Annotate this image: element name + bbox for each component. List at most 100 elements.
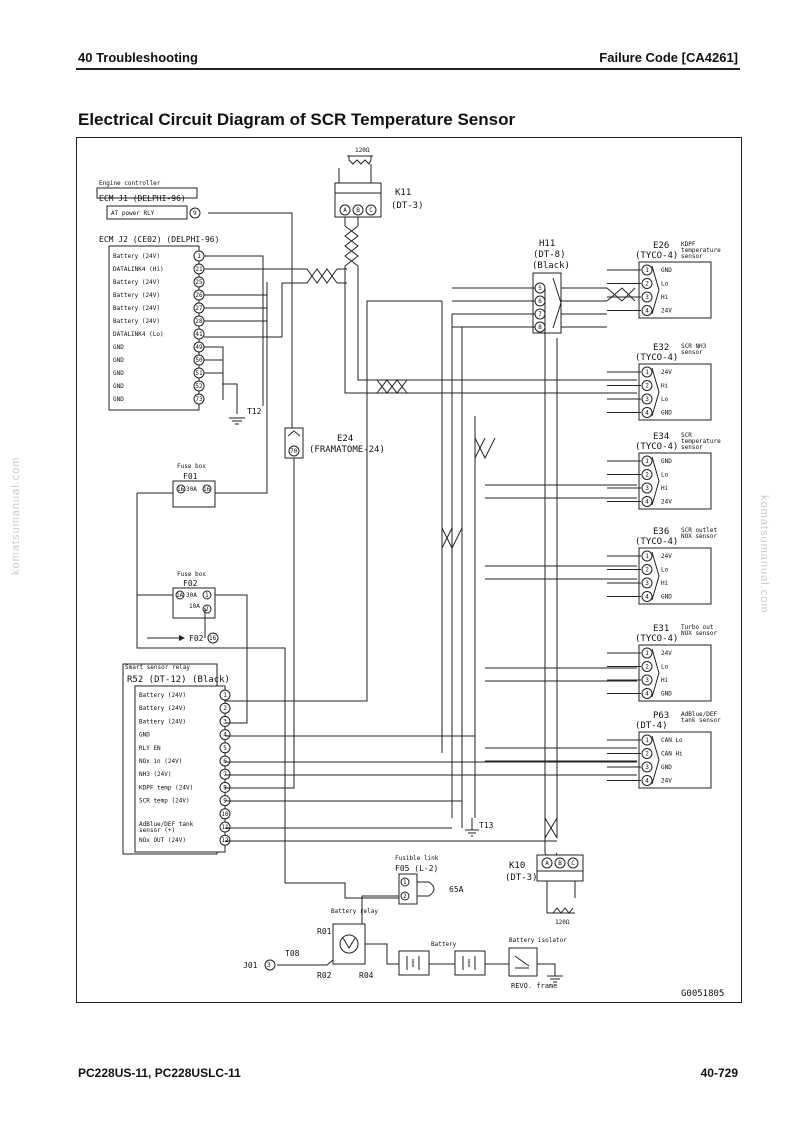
f01-name: F01	[183, 472, 198, 481]
sensor-pin-number: 2	[645, 567, 649, 574]
sensor-name: E32	[653, 343, 669, 353]
sensor-mating-mark	[651, 735, 660, 785]
battery-cell-2-plates	[462, 956, 476, 970]
ecm-pin-label: Battery (24V)	[113, 318, 160, 325]
relay-pin-label: NOx in (24V)	[139, 758, 182, 765]
battery-relay-r02: R02	[317, 971, 332, 980]
diagram-title: Electrical Circuit Diagram of SCR Temper…	[78, 110, 516, 129]
wire-bus-e31	[485, 667, 637, 682]
sensor-desc-1: SCR outlet	[681, 527, 718, 534]
sensor-pin	[641, 564, 653, 575]
ecm-pin	[193, 276, 205, 288]
relay-pin	[219, 821, 231, 833]
relay-pin-label: KDPF temp (24V)	[139, 784, 193, 791]
wire-fuse-battery	[136, 493, 286, 883]
sensor-pin	[641, 674, 653, 686]
wire-bus-e32	[377, 379, 637, 394]
ecm-pin-number: 26	[195, 292, 203, 299]
battery-group: Battery	[398, 941, 509, 976]
battery-relay-group: Battery relay R01 T08 J01 3 R02 R04	[243, 908, 399, 980]
relay-pin	[219, 768, 231, 780]
f02-in-pin-number: 1A	[176, 592, 184, 599]
h11-pin-number: 5	[538, 285, 542, 292]
wire-datalink-lo	[204, 282, 307, 338]
sensor-pin	[641, 688, 653, 699]
sensor-pin-number: 2	[645, 751, 649, 758]
k11-pin	[365, 204, 377, 216]
sensor-desc-2: NOX sensor	[681, 630, 718, 637]
ecm-pin-label: DATALINK4 (Lo)	[113, 331, 164, 338]
h11-color: (Black)	[532, 261, 570, 271]
sensor-pin-number: 3	[645, 580, 649, 587]
ecm-pin	[193, 328, 205, 340]
sensor-pin-number: 2	[645, 281, 649, 288]
relay-pin-label: SCR temp (24V)	[139, 798, 190, 805]
sensor-pin	[641, 305, 653, 316]
relay-pin	[219, 702, 231, 714]
ecm-pin-label: Battery (24V)	[113, 253, 160, 260]
sensor-desc-1: Turbo out	[681, 624, 714, 631]
wire-bus-p63	[485, 747, 637, 762]
k11-pin	[352, 204, 364, 216]
relay-pin-label-cont: sensor (+)	[139, 827, 175, 834]
wire-ecm-gnd-t12	[222, 383, 238, 414]
sensor-pin-number: 1	[645, 369, 649, 376]
sensor-pin-label: CAN Lo	[661, 737, 683, 744]
wire-relay-battery	[225, 300, 442, 702]
relay-pin	[219, 729, 231, 741]
ecm-pin-number: 21	[195, 266, 203, 273]
f02-rating-2: 10A	[189, 603, 200, 610]
ecm-pin-label: GND	[113, 383, 124, 390]
twist-bus-3	[544, 817, 558, 839]
fuse-box-f02: Fuse box F02 1A 30A 1 10A 2 F02 16	[147, 571, 219, 644]
ecm-pin-label: GND	[113, 396, 124, 403]
sensor-desc-3: sensor	[681, 253, 703, 260]
battery-relay-r01: R01	[317, 927, 332, 936]
wire-isolator-frame	[537, 963, 556, 976]
f02-ref-label: F02	[189, 634, 204, 643]
k10-name: K10	[509, 861, 525, 871]
sensor-pin-number: 3	[645, 677, 649, 684]
ecm-pin	[193, 393, 205, 405]
relay-pin-label: GND	[139, 732, 150, 739]
sensor-pin-label: Lo	[661, 567, 669, 574]
ground-t13-symbol	[465, 829, 479, 837]
ecm-pin-label: DATALINK4 (Hi)	[113, 266, 164, 273]
f02-pin-1-number: 1	[205, 592, 209, 599]
sensor-pin	[641, 291, 653, 303]
sensor-type: (TYCO-4)	[635, 251, 678, 261]
relay-pin-number: 10	[221, 811, 229, 818]
sensor-desc-1: SCR NH3	[681, 343, 707, 350]
relay-pin	[219, 781, 231, 793]
relay-pin-number: 5	[223, 745, 227, 752]
wire-fuse-bus	[137, 492, 173, 596]
wire-ecm-gnd-links	[204, 346, 224, 400]
ground-t12-symbol	[229, 417, 245, 425]
sensor-desc-2: temperature	[681, 438, 721, 445]
header-failure-code: Failure Code [CA4261]	[599, 50, 738, 65]
battery-relay-coil	[339, 934, 359, 954]
ecm-pin-number: 51	[195, 370, 203, 377]
sensor-name: E26	[653, 241, 669, 251]
f01-title: Fuse box	[177, 463, 206, 470]
wire-fusible-link-relay	[361, 895, 399, 938]
wire-at-power-rly	[208, 212, 293, 428]
k10-cap	[536, 870, 584, 882]
ecm-pin-label: Battery (24V)	[113, 292, 160, 299]
relay-pin	[219, 715, 231, 727]
ecm-j1-label: ECM J1 (DELPHI-96)	[99, 194, 186, 203]
sensor-desc-1: SCR	[681, 432, 692, 439]
relay-name: R52 (DT-12) (Black)	[127, 675, 230, 685]
wire-j01-relay	[277, 959, 334, 966]
sensor-type: (TYCO-4)	[635, 634, 678, 644]
k10-pin	[541, 857, 553, 869]
battery-relay-contact	[342, 937, 356, 949]
k10-pin-letter: A	[545, 860, 549, 867]
sensor-pin	[641, 482, 653, 494]
